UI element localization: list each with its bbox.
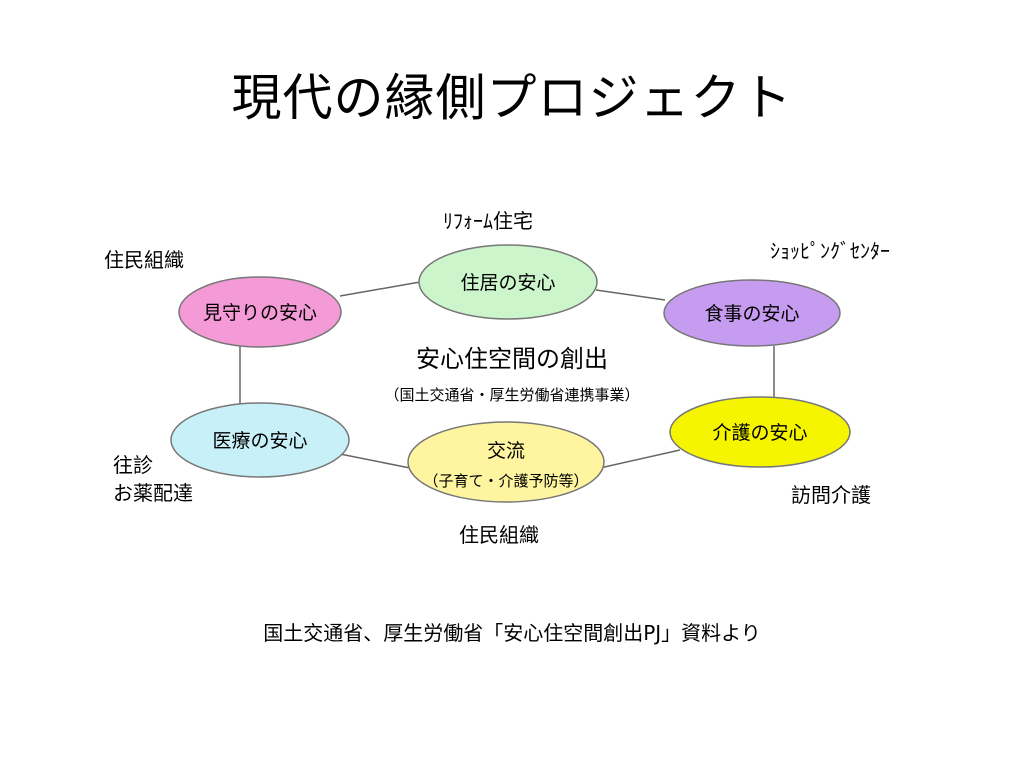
connector-care-exchange [599,449,681,469]
connector-exchange-medical [339,453,411,469]
center-sub-text: （国土交通省・厚生労働省連携事業） [384,386,639,404]
label-residents-bottom: 住民組織 [459,523,539,547]
connector-housing-meals [595,289,666,301]
node-medical-label: 医療の安心 [212,430,307,452]
node-housing [418,244,598,320]
label-residents-top: 住民組織 [104,248,184,272]
node-watch-label: 見守りの安心 [203,302,317,324]
node-medical [170,402,350,478]
node-watch [178,276,342,348]
connector-watch-housing [339,281,421,297]
source-citation: 国土交通省、厚生労働省「安心住空間創出PJ」資料より [263,621,761,645]
node-housing-label: 住居の安心 [460,272,555,294]
label-visiting-care: 訪問介護 [791,483,871,507]
center-main-text: 安心住空間の創出 [416,345,608,373]
label-medicine-delivery: お薬配達 [113,481,193,505]
node-exchange [407,421,605,503]
node-meals-label: 食事の安心 [704,303,799,325]
node-exchange-label: 交流 [487,440,525,462]
node-exchange-sublabel: （子育て・介護予防等） [423,472,588,490]
label-shopping-center: ｼｮｯﾋﾟﾝｸﾞｾﾝﾀｰ [770,239,890,263]
node-care [669,396,851,468]
label-home-visit: 往診 [113,453,153,477]
page-title: 現代の縁側プロジェクト [231,69,793,127]
node-care-label: 介護の安心 [712,422,807,444]
node-meals [663,279,841,347]
label-reform-housing: ﾘﾌｫｰﾑ住宅 [443,209,533,233]
